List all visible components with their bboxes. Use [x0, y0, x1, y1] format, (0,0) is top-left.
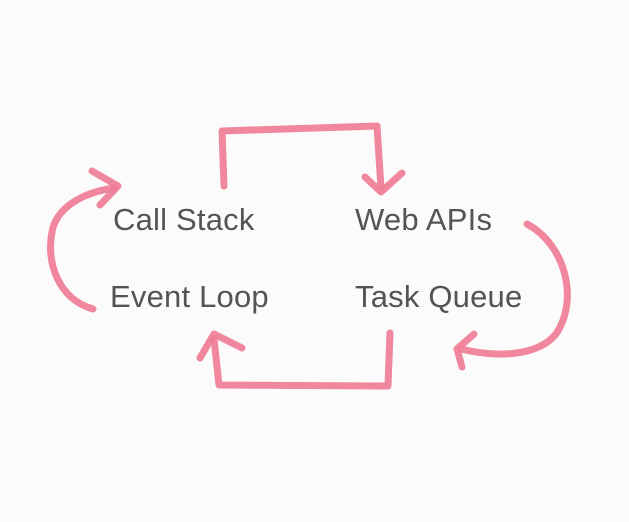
event-loop-label: Event Loop	[110, 279, 269, 314]
arrow-task-queue-to-event-loop	[196, 329, 394, 390]
arrow-event-loop-to-call-stack	[47, 167, 122, 313]
call-stack-label: Call Stack	[113, 202, 255, 237]
arrow-call-stack-to-web-apis	[218, 122, 406, 196]
web-apis-label: Web APIs	[355, 202, 493, 237]
arrow-web-apis-to-task-queue	[453, 220, 571, 371]
task-queue-label: Task Queue	[355, 279, 523, 314]
